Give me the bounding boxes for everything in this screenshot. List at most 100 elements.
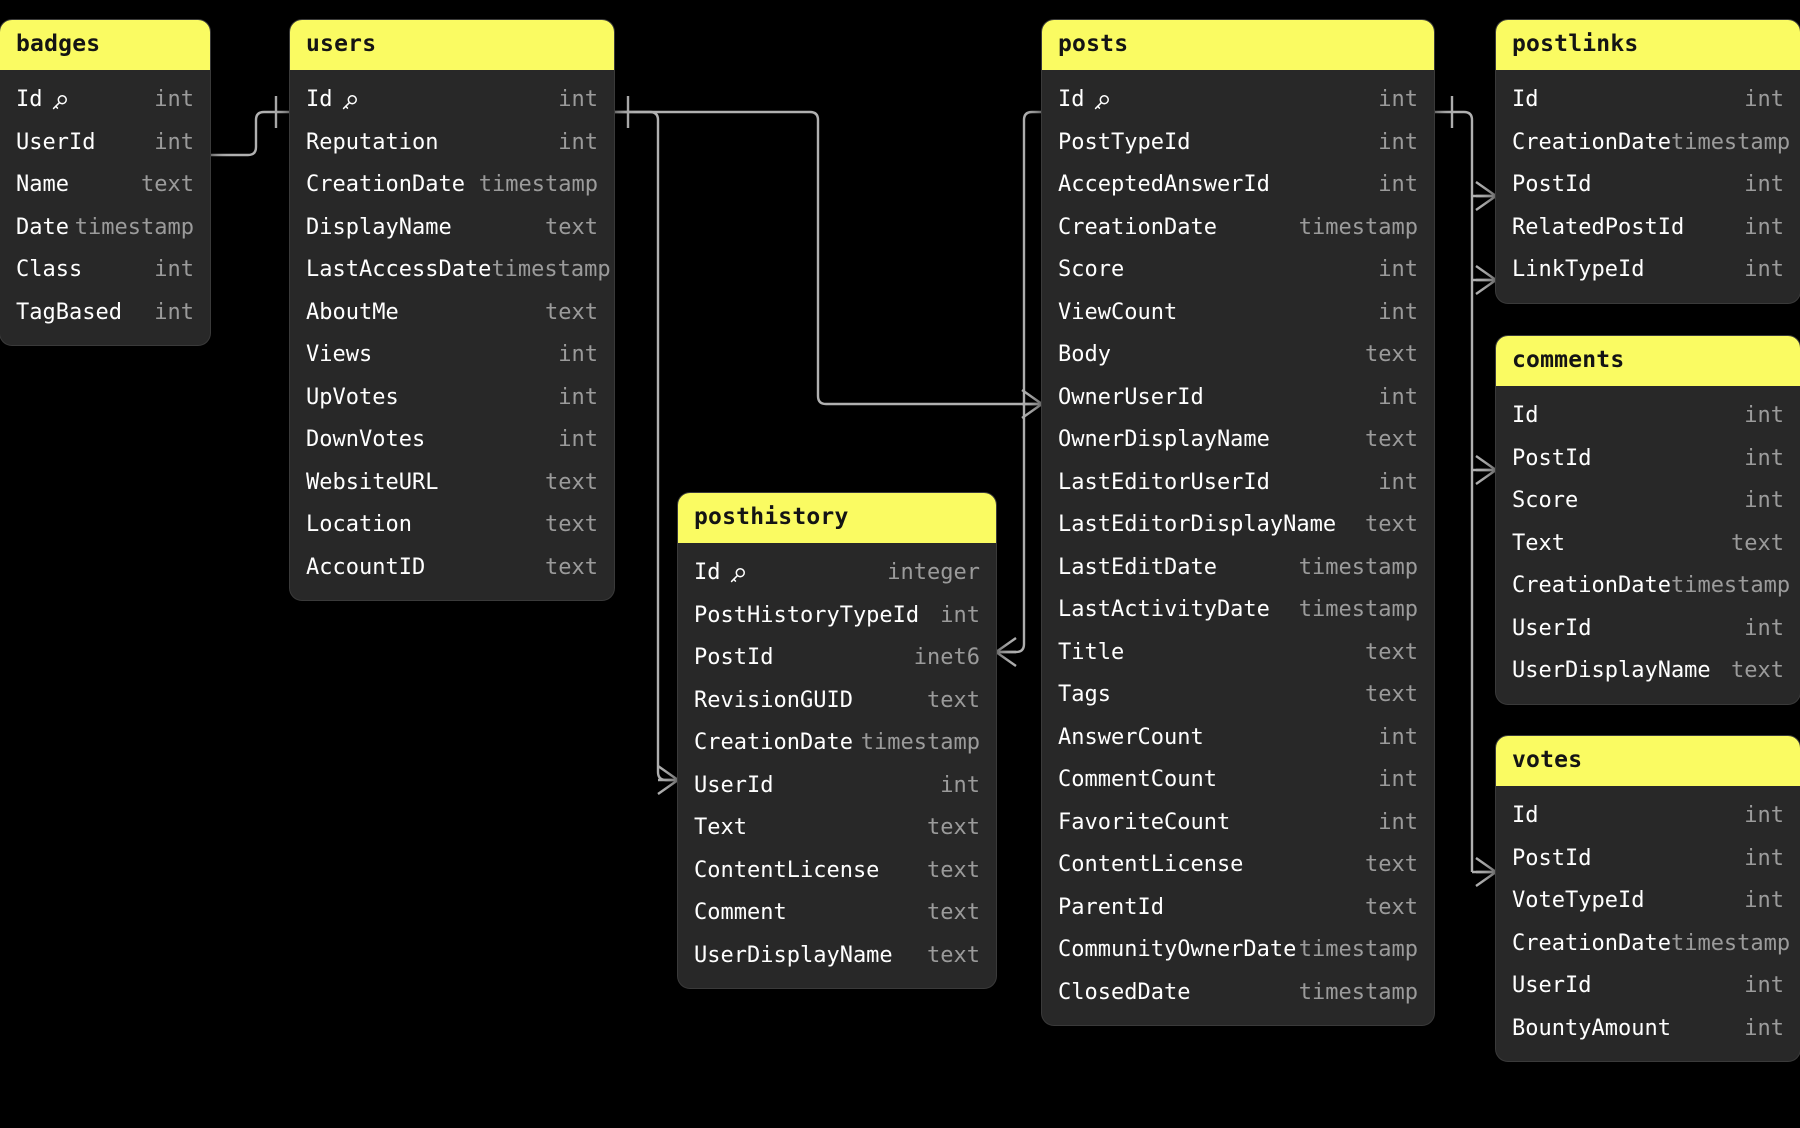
column-name-wrap: PostId [694, 637, 773, 680]
column-name: Id [694, 560, 721, 585]
column-type: int [1378, 724, 1418, 750]
column-type: int [1744, 445, 1784, 471]
edge-posts-right-bus [1434, 110, 1474, 872]
column-type: int [1378, 767, 1418, 792]
column-name-wrap: LinkTypeId [1512, 249, 1644, 292]
column-row[interactable]: Id integer [678, 552, 996, 595]
column-row[interactable]: PostId int [1496, 438, 1800, 481]
column-name-wrap: Name [16, 164, 69, 207]
column-row[interactable]: CommentCount int [1042, 759, 1434, 802]
column-type: int [558, 87, 598, 112]
key-icon [340, 93, 359, 112]
column-type: integer [887, 560, 980, 585]
column-name-wrap: Id [1512, 395, 1539, 438]
column-name: RevisionGUID [694, 687, 853, 713]
column-type: text [927, 815, 980, 840]
column-name: Score [1512, 488, 1579, 513]
crowsfoot-posthistory-postid [995, 637, 1017, 667]
column-name: PostId [1512, 845, 1592, 871]
column-name-wrap: RevisionGUID [694, 680, 853, 723]
column-name-wrap: PostHistoryTypeId [694, 595, 919, 638]
column-name: UpVotes [306, 384, 399, 410]
column-name: PostId [1512, 445, 1592, 471]
column-name-wrap: CommentCount [1058, 759, 1217, 802]
column-type: text [1365, 852, 1418, 877]
column-type: int [1744, 87, 1784, 112]
column-type: text [1365, 427, 1418, 452]
